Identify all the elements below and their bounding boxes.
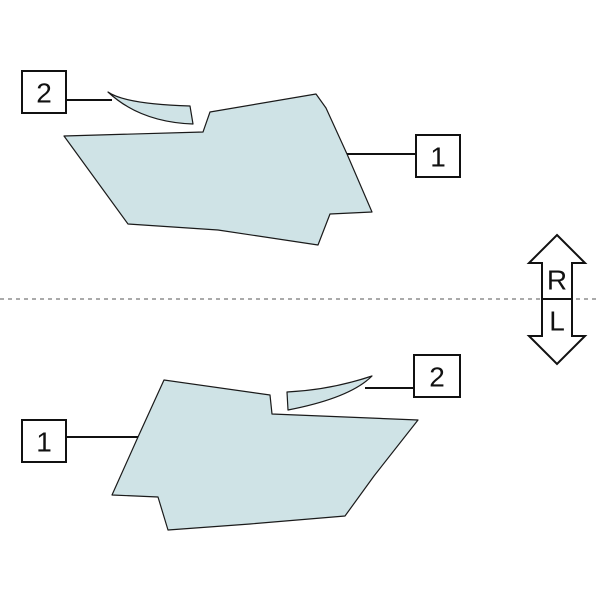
left-piece-1-label: 1 — [36, 427, 52, 458]
right-piece-2 — [107, 91, 194, 125]
right-piece-2-label: 2 — [36, 78, 52, 109]
right-piece-2-label-box — [21, 70, 67, 114]
left-piece-2-label: 2 — [429, 362, 445, 393]
direction-label-right: R — [547, 265, 567, 296]
right-piece-1-label: 1 — [430, 142, 446, 173]
right-side-group: 2 1 — [21, 70, 461, 246]
direction-label-left: L — [549, 306, 565, 337]
left-piece-2-label-box — [413, 354, 461, 398]
left-piece-2 — [286, 375, 373, 411]
left-piece-1-label-box — [21, 419, 67, 463]
right-piece-1-label-box — [415, 134, 461, 178]
direction-arrow: R L — [526, 233, 588, 366]
down-arrow-icon — [526, 298, 588, 366]
left-piece-1 — [111, 379, 419, 531]
right-piece-1 — [63, 93, 373, 246]
left-side-group: 2 1 — [21, 354, 461, 531]
